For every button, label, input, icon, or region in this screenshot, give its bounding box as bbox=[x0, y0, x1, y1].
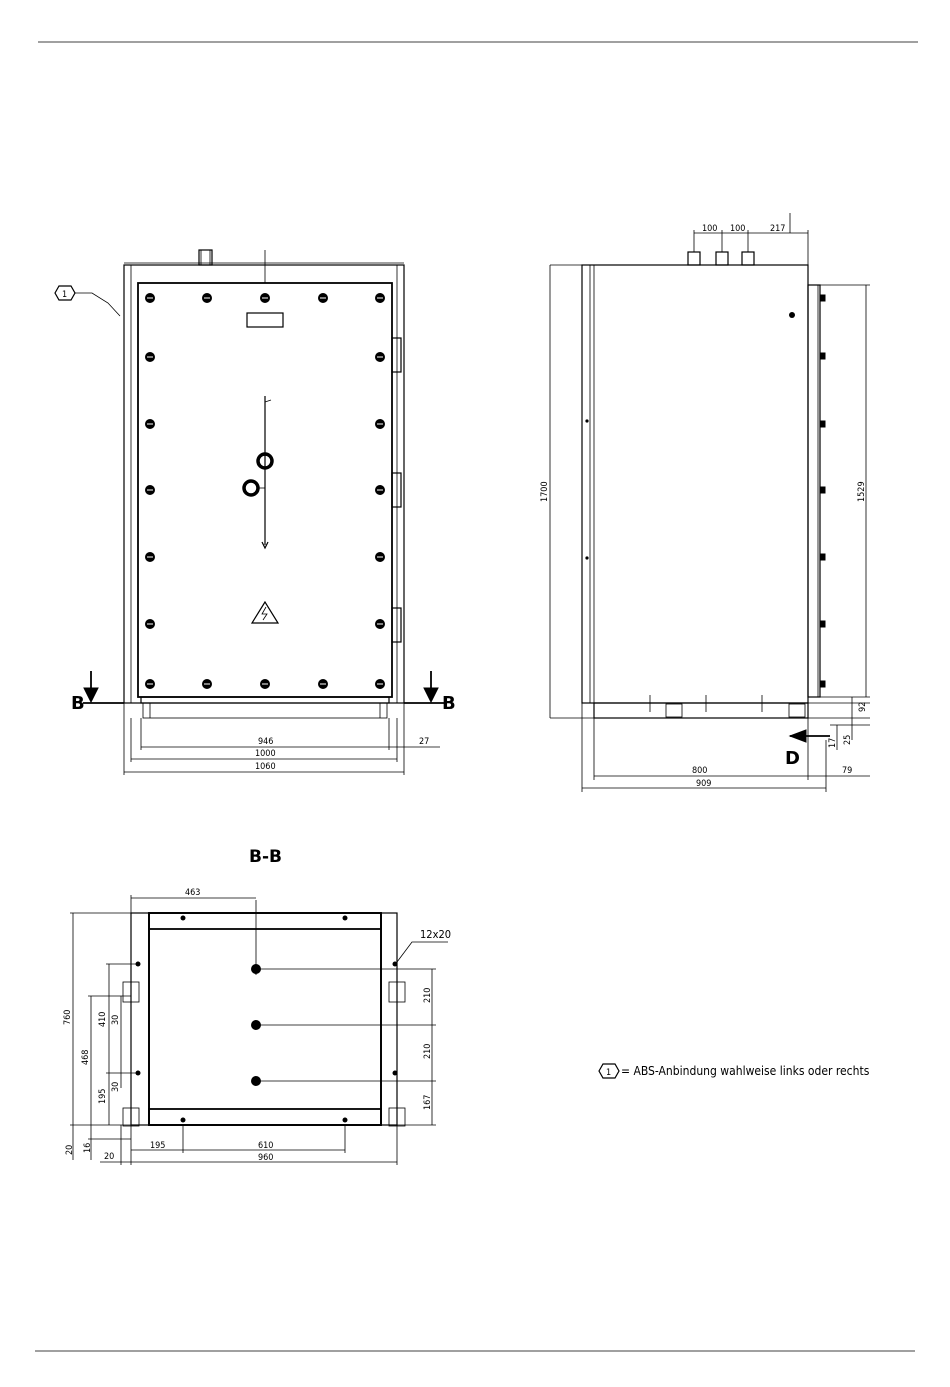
section-bb: B-B 12x20 46 bbox=[63, 847, 451, 1165]
dim-gland-offset: 217 bbox=[770, 224, 785, 234]
legend-callout-number: 1 bbox=[606, 1068, 611, 1078]
side-bolt bbox=[820, 421, 825, 427]
dim-167: 167 bbox=[423, 1095, 433, 1110]
dim-hole: 12x20 bbox=[420, 928, 451, 941]
hinge bbox=[392, 608, 401, 642]
dim-16: 16 bbox=[83, 1143, 93, 1153]
dim-25: 25 bbox=[843, 735, 853, 745]
dim-92: 92 bbox=[858, 702, 868, 712]
dim-195-horiz: 195 bbox=[150, 1141, 165, 1151]
section-marker-left: B bbox=[71, 693, 85, 714]
section-bb-title: B-B bbox=[249, 847, 282, 867]
section-marker-right: B bbox=[442, 693, 456, 714]
dim-depth-909: 909 bbox=[696, 779, 711, 789]
side-body bbox=[582, 265, 808, 703]
dim-depth-800: 800 bbox=[692, 766, 707, 776]
dim-195-vert: 195 bbox=[98, 1089, 108, 1104]
dim-610: 610 bbox=[258, 1141, 273, 1151]
dim-468: 468 bbox=[81, 1050, 91, 1065]
side-base bbox=[594, 703, 808, 718]
side-gland bbox=[688, 252, 700, 265]
legend-text: = ABS-Anbindung wahlweise links oder rec… bbox=[621, 1064, 870, 1078]
dim-960: 960 bbox=[258, 1153, 273, 1163]
hinge bbox=[392, 473, 401, 507]
dim-gland-spacing-1: 100 bbox=[702, 224, 717, 234]
dim-210-upper: 210 bbox=[423, 988, 433, 1003]
side-bolt bbox=[820, 295, 825, 301]
front-name-plate bbox=[247, 313, 283, 327]
dim-79: 79 bbox=[842, 766, 852, 776]
dim-410: 410 bbox=[98, 1012, 108, 1027]
side-bolt bbox=[820, 487, 825, 493]
dim-20-vert: 20 bbox=[65, 1145, 75, 1155]
dim-inner-width: 946 bbox=[258, 737, 273, 747]
dim-total-height: 1700 bbox=[540, 481, 550, 502]
front-outer-frame bbox=[124, 265, 404, 703]
legend: 1 = ABS-Anbindung wahlweise links oder r… bbox=[599, 1064, 870, 1078]
side-gland bbox=[742, 252, 754, 265]
side-bolt bbox=[820, 554, 825, 560]
dim-210-lower: 210 bbox=[423, 1044, 433, 1059]
dim-463: 463 bbox=[185, 888, 200, 898]
hinge bbox=[392, 338, 401, 372]
side-bolt bbox=[820, 621, 825, 627]
dim-side-27: 27 bbox=[419, 737, 429, 747]
side-door-bolts bbox=[820, 295, 825, 687]
dim-width-1000: 1000 bbox=[255, 749, 276, 759]
view-marker-d: D bbox=[785, 748, 800, 769]
dim-20-horiz: 20 bbox=[104, 1152, 114, 1162]
base-inner bbox=[149, 913, 381, 1125]
front-base-plinth bbox=[141, 697, 389, 703]
side-bolt bbox=[820, 681, 825, 687]
dim-30-upper: 30 bbox=[111, 1015, 121, 1025]
base-outer bbox=[131, 913, 397, 1125]
front-view: B B 1 946 1000 1060 27 bbox=[55, 250, 456, 775]
dim-overall-width: 1060 bbox=[255, 762, 276, 772]
high-voltage-warning-icon bbox=[252, 602, 278, 623]
callout-number: 1 bbox=[62, 290, 67, 300]
dim-30-lower: 30 bbox=[111, 1082, 121, 1092]
dim-door-height: 1529 bbox=[857, 481, 867, 502]
front-handle-knob-lower bbox=[244, 481, 258, 495]
dim-17: 17 bbox=[828, 738, 838, 748]
dim-gland-spacing-2: 100 bbox=[730, 224, 745, 234]
side-gland bbox=[716, 252, 728, 265]
dim-760: 760 bbox=[63, 1010, 73, 1025]
side-bolt bbox=[820, 353, 825, 359]
